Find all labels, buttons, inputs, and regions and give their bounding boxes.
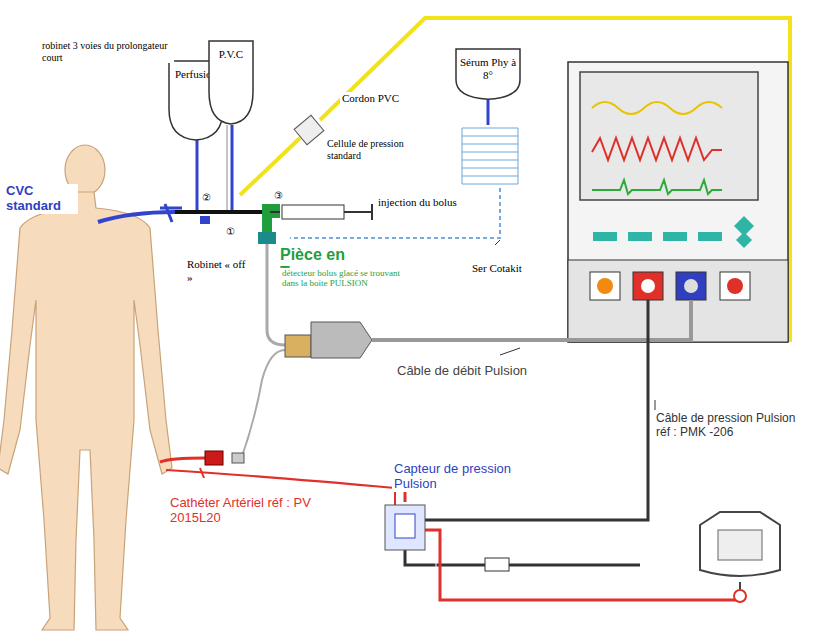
monitor bbox=[568, 62, 788, 342]
fluid-bag: Sérum Phy à 8° bbox=[455, 48, 521, 101]
callout-label: Capteur de pression Pulsion bbox=[392, 462, 516, 492]
bag-label: P.V.C bbox=[208, 48, 254, 61]
callout-label: Cellule de pression standard bbox=[325, 138, 421, 161]
human-figure bbox=[0, 145, 172, 630]
callout-label: Cathéter Artériel réf : PV 2015L20 bbox=[168, 496, 322, 526]
callout-label: robinet 3 voies du prolongateur court bbox=[40, 40, 174, 63]
callout-label: détecteur bolus glacé se trouvant dans l… bbox=[280, 268, 419, 289]
pressure-cell bbox=[294, 115, 324, 144]
callout-label: ① bbox=[224, 226, 237, 238]
callout-label: Câble de pression Pulsion réf : PMK -206 bbox=[654, 412, 808, 440]
callout-label: injection du bolus bbox=[376, 196, 459, 209]
serum-coil bbox=[290, 98, 518, 245]
fluid-bag: P.V.C bbox=[208, 40, 254, 126]
arterial-line bbox=[160, 451, 744, 604]
t-piece bbox=[258, 204, 280, 244]
callout-label: ② bbox=[200, 192, 213, 204]
cvc-line bbox=[98, 204, 268, 224]
flow-cable bbox=[240, 244, 691, 462]
pressure-cable bbox=[405, 300, 655, 571]
callout-label: Cordon PVC bbox=[340, 92, 401, 105]
callout-label: ③ bbox=[272, 190, 285, 202]
pressure-transducer bbox=[385, 505, 425, 550]
syringe bbox=[270, 204, 372, 220]
bag-label: Sérum Phy à 8° bbox=[455, 56, 521, 81]
callout-heading: CVC standard bbox=[4, 184, 78, 214]
callout-label: Robinet « off » bbox=[185, 258, 253, 283]
callout-label: Câble de débit Pulsion bbox=[395, 364, 529, 379]
pressure-bag bbox=[700, 512, 780, 602]
callout-label: Ser Cotakit bbox=[470, 262, 524, 275]
